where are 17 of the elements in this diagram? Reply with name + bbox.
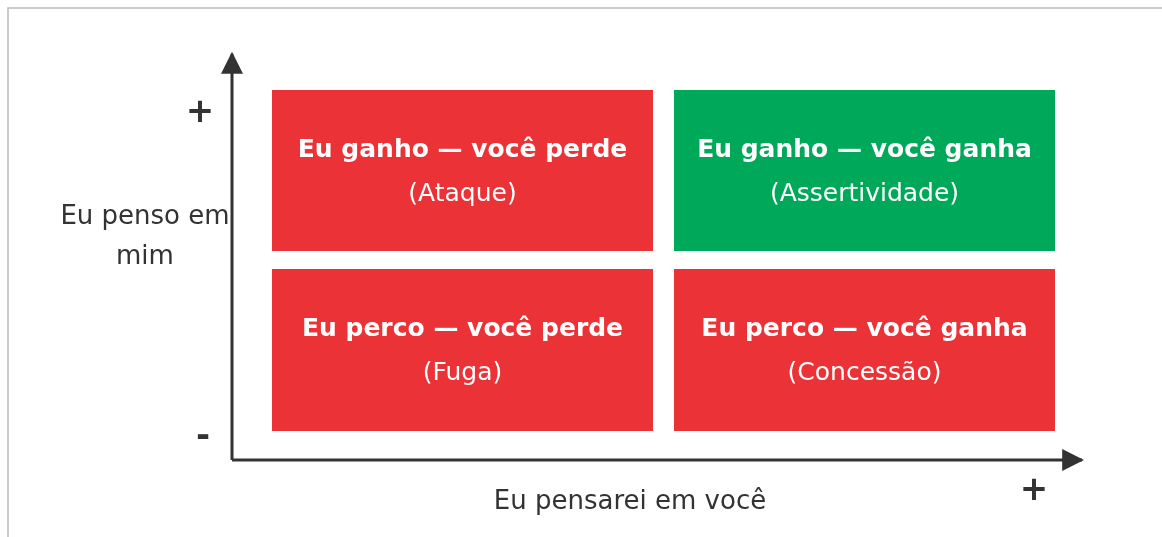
quadrant-title: Eu ganho — você perde bbox=[297, 132, 628, 165]
quadrant-title: Eu perco — você ganha bbox=[701, 312, 1028, 344]
quadrant-subtitle: (Concessão) bbox=[787, 356, 942, 388]
quadrant-box bbox=[272, 269, 653, 431]
axis-sign: - bbox=[194, 414, 212, 454]
quadrant-subtitle: (Fuga) bbox=[422, 356, 503, 388]
quadrant-subtitle: (Ataque) bbox=[408, 176, 517, 209]
quadrant-box bbox=[272, 90, 653, 251]
axis-label: Eu pensarei em você bbox=[492, 484, 768, 517]
quadrant-subtitle: (Assertividade) bbox=[769, 176, 960, 209]
quadrant-box bbox=[674, 90, 1055, 251]
axis-label: Eu penso em mim bbox=[60, 199, 230, 272]
axis-sign: + bbox=[1018, 468, 1050, 508]
quadrant-box bbox=[674, 269, 1055, 431]
axis-sign: + bbox=[184, 90, 216, 130]
quadrant-title: Eu ganho — você ganha bbox=[697, 132, 1032, 165]
quadrant-title: Eu perco — você perde bbox=[301, 312, 624, 344]
